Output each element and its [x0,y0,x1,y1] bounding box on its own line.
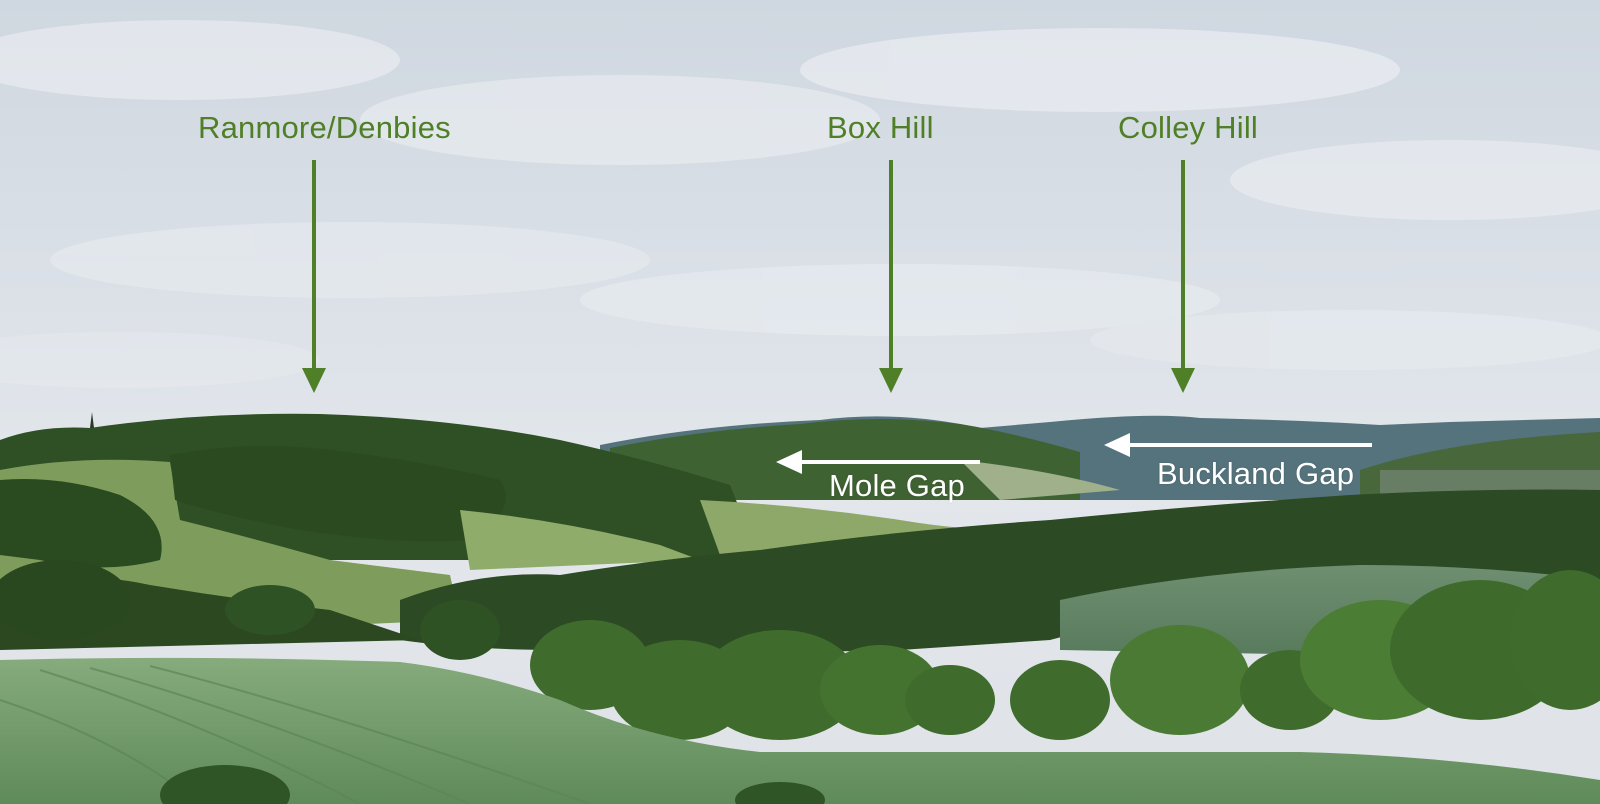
left-woods [0,479,162,568]
arrow-buckland-gap [1104,433,1372,457]
arrow-mole-gap [776,450,980,474]
mid-field [460,510,700,570]
foreground-bush [160,765,290,804]
field-tracks [0,665,591,804]
tree-band [400,489,1600,653]
box-hill [610,419,1080,500]
label-ranmore-denbies: Ranmore/Denbies [198,110,451,145]
clouds [0,20,1600,388]
arrow-ranmore [302,160,326,393]
foreground-field [0,657,1600,804]
arrow-colley-hill [1171,160,1195,393]
label-buckland-gap: Buckland Gap [1157,456,1355,491]
label-mole-gap: Mole Gap [829,468,965,503]
valley-field [960,460,1120,500]
label-box-hill: Box Hill [827,110,934,145]
label-colley-hill: Colley Hill [1118,110,1259,145]
foreground-trees [0,560,1600,740]
foreground-bush-2 [735,782,825,804]
church-spire [90,412,94,428]
arrow-box-hill [879,160,903,393]
ranmore-woods [170,446,506,542]
